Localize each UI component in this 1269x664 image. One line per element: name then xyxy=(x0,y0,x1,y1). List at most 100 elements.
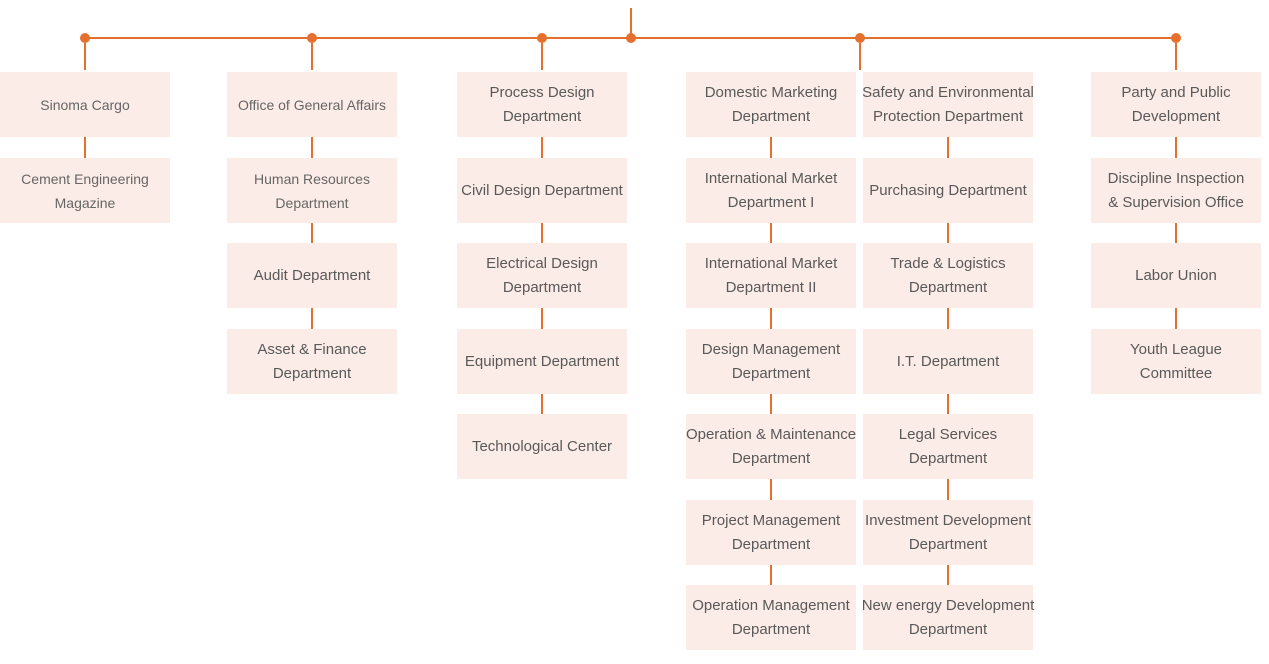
org-box: Equipment Department xyxy=(457,329,627,394)
connector-drop xyxy=(311,43,313,70)
org-box-label-line: Project Management xyxy=(701,511,841,529)
org-box-label-line: Protection Department xyxy=(872,107,1024,125)
org-box-label-line: Department xyxy=(502,278,582,296)
org-box-label-line: International Market xyxy=(704,254,838,272)
org-box: Office of General Affairs xyxy=(227,72,397,137)
org-box-label-line: Department xyxy=(731,449,811,467)
org-box-label-line: Department xyxy=(502,107,582,125)
org-box-label-line: International Market xyxy=(704,169,838,187)
connector-dot xyxy=(80,33,90,43)
org-box-label-line: I.T. Department xyxy=(896,352,1000,370)
org-box-label-line: Department xyxy=(731,535,811,553)
box-connector xyxy=(541,137,543,158)
org-box-label-line: & Supervision Office xyxy=(1108,193,1244,211)
box-connector xyxy=(770,565,772,585)
box-connector xyxy=(1175,308,1177,329)
org-box-label-line: Department II xyxy=(725,278,817,296)
org-box-label-line: Civil Design Department xyxy=(461,181,623,199)
connector-drop xyxy=(84,43,86,70)
box-connector xyxy=(947,479,949,500)
connector-dot xyxy=(626,33,636,43)
org-box-label-line: Human Resources xyxy=(254,170,370,187)
org-box-label-line: Department xyxy=(908,535,988,553)
box-connector xyxy=(541,223,543,243)
org-box-label-line: Discipline Inspection xyxy=(1107,169,1245,187)
org-box-label-line: Office of General Affairs xyxy=(237,96,387,113)
org-box-label-line: Trade & Logistics xyxy=(890,254,1006,272)
box-connector xyxy=(947,308,949,329)
org-box-label-line: Asset & Finance xyxy=(257,340,367,358)
org-box-label-line: Equipment Department xyxy=(464,352,620,370)
org-box-label-line: Department xyxy=(908,278,988,296)
org-box-label-line: Party and Public xyxy=(1121,83,1231,101)
org-box: Purchasing Department xyxy=(863,158,1033,223)
box-connector xyxy=(770,479,772,500)
org-box: Civil Design Department xyxy=(457,158,627,223)
org-box-label-line: Labor Union xyxy=(1135,266,1217,284)
org-box-label-line: Design Management xyxy=(701,340,841,358)
org-box-label-line: Purchasing Department xyxy=(869,181,1027,199)
org-box: I.T. Department xyxy=(863,329,1033,394)
org-box-label-line: Domestic Marketing xyxy=(704,83,838,101)
box-connector xyxy=(541,394,543,414)
box-connector xyxy=(1175,223,1177,243)
org-box-label-line: New energy Development xyxy=(861,596,1035,614)
org-box-label-line: Sinoma Cargo xyxy=(40,96,130,113)
box-connector xyxy=(541,308,543,329)
box-connector xyxy=(770,137,772,158)
org-box: Technological Center xyxy=(457,414,627,479)
org-box: Labor Union xyxy=(1091,243,1261,308)
org-box: Audit Department xyxy=(227,243,397,308)
box-connector xyxy=(770,308,772,329)
connector-drop xyxy=(1175,43,1177,70)
connector-drop xyxy=(859,43,861,70)
org-box-label-line: Magazine xyxy=(54,194,116,211)
org-box-label-line: Department xyxy=(731,620,811,638)
org-box-label-line: Department xyxy=(908,620,988,638)
org-box-label-line: Legal Services xyxy=(898,425,998,443)
org-box-label-line: Department xyxy=(731,107,811,125)
org-box-label-line: Audit Department xyxy=(253,266,371,284)
box-connector xyxy=(1175,137,1177,158)
box-connector xyxy=(311,308,313,329)
org-box-label-line: Safety and Environmental xyxy=(862,83,1034,101)
box-connector xyxy=(770,394,772,414)
connector-dot xyxy=(855,33,865,43)
org-box-label-line: Committee xyxy=(1139,364,1213,382)
org-box-label-line: Department I xyxy=(727,193,815,211)
org-box-label-line: Department xyxy=(275,194,349,211)
connector-dot xyxy=(307,33,317,43)
connector-stem xyxy=(630,8,632,34)
box-connector xyxy=(947,394,949,414)
org-box-label-line: Process Design xyxy=(489,83,595,101)
org-box-label-line: Operation & Maintenance xyxy=(685,425,857,443)
org-box-label-line: Department xyxy=(731,364,811,382)
org-box-label-line: Cement Engineering xyxy=(21,170,149,187)
connector-dot xyxy=(1171,33,1181,43)
box-connector xyxy=(947,137,949,158)
org-box-label-line: Electrical Design xyxy=(486,254,598,272)
org-box-label-line: Technological Center xyxy=(471,437,613,455)
org-box-label-line: Operation Management xyxy=(692,596,850,614)
org-box-label-line: Department xyxy=(908,449,988,467)
connector-drop xyxy=(541,43,543,70)
org-box-label-line: Investment Development xyxy=(865,511,1031,529)
